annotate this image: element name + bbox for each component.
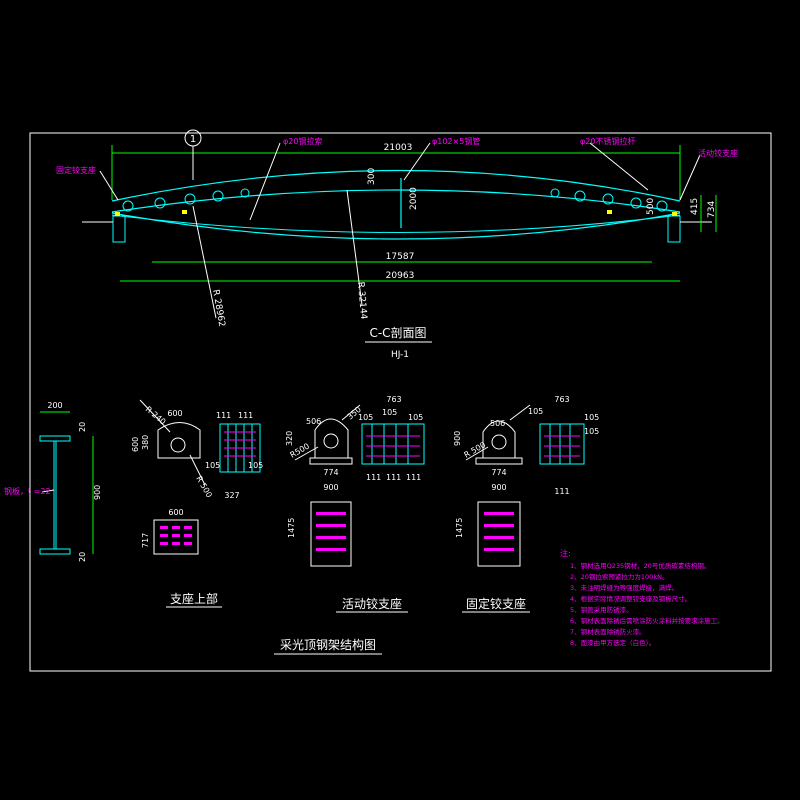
notes-heading: 注: (560, 548, 571, 558)
drawing-frame (29, 132, 772, 672)
section-dimensions (111, 145, 717, 282)
dim-mov-105c: 105 (408, 413, 423, 422)
dim-upper-plan-717: 717 (141, 533, 150, 548)
dim-upper-111a: 111 (216, 411, 231, 420)
dim-fix-105c: 105 (584, 427, 599, 436)
dim-mov-105a: 105 (358, 413, 373, 422)
dim-fix-105b: 105 (584, 413, 599, 422)
dim-mov-506: 506 (306, 417, 321, 426)
dim-radius-left: R 28962 (210, 289, 226, 328)
dim-rise-left: 300 (367, 168, 377, 185)
dim-fix-111: 111 (554, 487, 569, 496)
callout-fixed-support: 固定铰支座 (56, 165, 96, 175)
note-item: 4、根据实际情况调整铰支座及钢板尺寸。 (570, 594, 691, 603)
dim-fix-763: 763 (554, 395, 569, 404)
dim-upper-600: 600 (167, 409, 182, 418)
dim-end-height: 500 (646, 198, 656, 215)
dim-mov-1475: 1475 (287, 518, 296, 538)
dim-span-inner: 17587 (386, 252, 415, 262)
title-fixed: 固定铰支座 (466, 596, 526, 611)
dim-radius-mid: R 32144 (355, 281, 368, 320)
notes: 注: 1、钢材选用Q235钢材，20号优质碳素结构钢。 2、20钢拉索预紧拉力为… (560, 548, 724, 647)
dim-fix-r500: R 500 (463, 440, 488, 459)
dim-fix-900b: 900 (491, 483, 506, 492)
note-item: 8、面漆由甲方选定（白色）。 (570, 638, 655, 647)
dim-upper-600b: 600 (131, 437, 140, 452)
dim-upper-105b: 105 (248, 461, 263, 470)
dim-upper-200: 200 (47, 401, 62, 410)
callout-movable-support: 活动铰支座 (698, 148, 738, 158)
dim-span-total: 20963 (386, 271, 415, 281)
detail-upper: 200 20 900 20 钢板，t =22 R 240 600 380 600… (4, 399, 263, 608)
dim-mov-320: 320 (285, 431, 294, 446)
support-right (667, 215, 681, 243)
dim-fix-900a: 900 (453, 431, 462, 446)
callout-steel-pipe: φ102×5钢管 (432, 136, 480, 146)
dim-mov-774: 774 (323, 468, 338, 477)
dim-upper-111b: 111 (238, 411, 253, 420)
dim-upper-r240: R 240 (144, 405, 168, 427)
note-item: 3、未注明焊缝为等强度焊接，满焊。 (570, 583, 678, 592)
yellow-markers (115, 210, 677, 216)
radius-leader-left (192, 205, 217, 319)
section-view: 1 21003 300 2000 500 415 734 17587 20963… (56, 129, 738, 360)
dim-mov-900: 900 (323, 483, 338, 492)
dim-support-h1: 415 (690, 198, 700, 215)
dim-mov-111c: 111 (406, 473, 421, 482)
bottom-cable-inner (111, 214, 681, 233)
detail-movable: 506 R500 320 350 774 900 763 105 105 105… (285, 395, 425, 613)
axis-label: 1 (190, 134, 196, 145)
dim-upper-380: 380 (141, 435, 150, 450)
support-left (112, 215, 126, 243)
dim-upper-plan-600: 600 (168, 508, 183, 517)
callout-leaders (99, 142, 701, 221)
note-item: 1、钢材选用Q235钢材，20号优质碳素结构钢。 (570, 561, 710, 570)
dim-mov-763: 763 (386, 395, 401, 404)
bottom-cable (111, 212, 681, 240)
dim-upper-327: 327 (224, 491, 239, 500)
section-title: C-C剖面图 (369, 326, 426, 340)
note-item: 6、钢材表面除锈后需喷涂防火涂料并按要求涂施工。 (570, 616, 724, 625)
dim-mov-105b: 105 (382, 408, 397, 417)
note-item: 7、钢材表面除锈防火漆。 (570, 627, 646, 636)
detail-fixed: 506 R 500 900 774 900 763 105 105 105 11… (453, 395, 599, 613)
main-title: 采光顶钢架结构图 (280, 637, 376, 652)
section-code: HJ-1 (391, 350, 409, 360)
dim-upper-20b: 20 (78, 552, 87, 562)
radius-leader-mid (346, 189, 363, 306)
title-movable: 活动铰支座 (342, 596, 402, 611)
dim-support-h2: 734 (707, 201, 717, 218)
dim-rise-mid: 2000 (409, 187, 419, 210)
plate-note: 钢板，t =22 (4, 486, 51, 496)
dim-upper-105a: 105 (205, 461, 220, 470)
web-holes (122, 188, 668, 212)
top-chord (111, 169, 681, 202)
dim-fix-105a: 105 (528, 407, 543, 416)
dim-upper-900: 900 (93, 485, 102, 500)
note-item: 2、20钢拉索预紧拉力为100kN。 (570, 572, 668, 581)
title-upper: 支座上部 (170, 591, 218, 606)
dim-fix-1475: 1475 (455, 518, 464, 538)
dim-mov-111b: 111 (386, 473, 401, 482)
callout-steel-cable: φ20钢拉索 (283, 136, 322, 146)
dim-upper-r500: R 500 (194, 475, 213, 500)
dim-fix-774: 774 (491, 468, 506, 477)
top-chord-inner (111, 189, 681, 213)
dim-total-top: 21003 (384, 143, 413, 153)
dim-fix-506: 506 (490, 419, 505, 428)
dim-upper-20a: 20 (78, 422, 87, 432)
dim-mov-111a: 111 (366, 473, 381, 482)
callout-tie-rod: φ20不锈钢拉杆 (580, 136, 635, 146)
note-item: 5、钢管采用防锈漆。 (570, 605, 633, 614)
